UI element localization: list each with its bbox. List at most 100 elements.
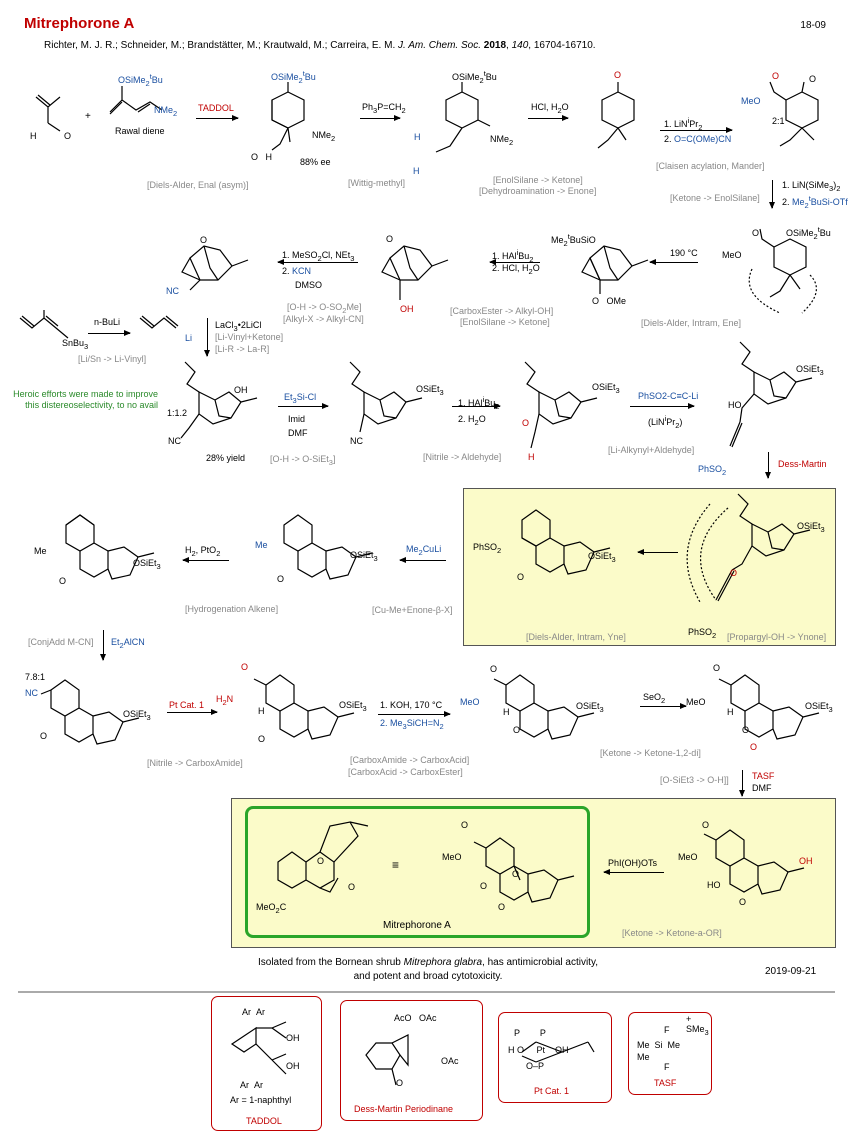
bicycle-ome-label: O OMe — [592, 296, 627, 306]
reaction-arrow-7 — [489, 259, 540, 265]
da-otbs-label: OSiMe2tBu — [271, 69, 316, 85]
enone-o-label: O — [614, 70, 622, 80]
tag-da-intram-ene: [Diels-Alder, Intram, Ene] — [641, 318, 742, 328]
reaction-arrow-1 — [196, 115, 239, 121]
reaction-arrow-3 — [528, 115, 569, 121]
bicycle-otbs-label: Me2tBuSiO — [551, 232, 596, 248]
aldehyde-h-label: H — [528, 452, 535, 462]
plus-sign: + — [85, 111, 91, 122]
reference: Richter, M. J. R.; Schneider, M.; Brands… — [44, 40, 596, 51]
diketone-h-label: H — [727, 707, 734, 717]
reagent-mander: 2. O=C(OMe)CN — [664, 134, 732, 144]
nc-label-row3b: NC — [350, 436, 363, 446]
sat-me-label: Me — [34, 546, 47, 556]
diketone-o2-label: O — [742, 725, 750, 735]
taddol-ar-note: Ar = 1-naphthyl — [230, 1095, 292, 1105]
cn-nc-label: NC — [25, 688, 38, 698]
reagent-lda-2: (LiNiPr2) — [648, 414, 683, 430]
reagent-lda: 1. LiNiPr2 — [664, 116, 703, 132]
reagent-dibal-1: 1. HAliBu2 — [492, 248, 534, 264]
product-box — [245, 806, 590, 938]
alcohol-oh-label: OH — [400, 304, 414, 314]
ref-journal: J. Am. Chem. Soc. — [398, 40, 481, 51]
propargyl-oset-label: OSiEt3 — [796, 364, 824, 377]
pt-p-labels: P P — [514, 1028, 546, 1038]
ynone-o-label: O — [730, 568, 738, 578]
wittig-product-structure — [435, 82, 491, 153]
propargyl-phso2-label: PhSO2 — [698, 464, 727, 477]
caption-species: Mitrephora glabra — [403, 957, 483, 968]
dmp-oac-label: OAc — [441, 1056, 459, 1066]
tag-nitrile-aldehyde: [Nitrile -> Aldehyde] — [423, 452, 502, 462]
ynone-oset-label: OSiEt3 — [797, 521, 825, 534]
mit3d-meo-label: MeO2C — [256, 902, 287, 915]
ref-year: 2018 — [483, 40, 507, 51]
dienol-otbs-label: OSiMe2tBu — [786, 225, 831, 241]
tag-li-alkynyl: [Li-Alkynyl+Aldehyde] — [608, 445, 695, 455]
tag-propargyl-ynone: [Propargyl-OH -> Ynone] — [727, 632, 827, 642]
ref-volume: 140 — [511, 40, 529, 51]
enol-o2-label: O — [739, 897, 747, 907]
ester-structure — [493, 674, 595, 740]
reagent-tasf: TASF — [752, 771, 775, 781]
bicycle-alcohol-structure — [381, 245, 449, 300]
tes-oset-label: OSiEt3 — [416, 384, 444, 397]
reagent-pt-cat: Pt Cat. 1 — [169, 700, 205, 710]
rawal-diene-structure — [109, 86, 163, 115]
tag-wittig: [Wittig-methyl] — [348, 178, 406, 188]
caption-a: Isolated from the Bornean shrub — [258, 957, 404, 968]
diene-oset-label: OSiEt3 — [350, 550, 378, 563]
tag-acid-ester: [CarboxAcid -> CarboxEster] — [348, 767, 463, 777]
enol-meo-label: MeO — [678, 852, 698, 862]
tertiary-alcohol-structure — [180, 361, 258, 439]
dmp-structure — [365, 1034, 409, 1086]
reagent-h2-pto2: H2, PtO2 — [185, 545, 221, 558]
wittig-nme2-label: NMe2 — [490, 134, 514, 147]
pt-ho-label: H O Pt OH — [508, 1045, 569, 1055]
rawal-nme2-label: NMe2 — [154, 105, 178, 118]
reaction-arrow-8 — [277, 259, 358, 265]
scheme-code: 18-09 — [800, 20, 826, 31]
tag-oset-oh: [O-SiEt3 -> O-H]] — [660, 775, 729, 785]
rawal-otbs-label: OSiMe2tBu — [118, 72, 163, 88]
amide-o2-label: O — [258, 734, 266, 744]
tag-li-vinyl-ketone: [Li-Vinyl+Ketone] — [215, 332, 284, 342]
reaction-arrow-23 — [603, 869, 664, 875]
diene-o-label: O — [277, 574, 285, 584]
reagent-kcn: 2. KCN — [282, 266, 312, 276]
bicycle-nitrile-structure — [181, 245, 249, 291]
tag-oh-oset: [O-H -> O-SiEt3] — [270, 454, 336, 467]
propargyl-ho-label: HO — [728, 400, 742, 410]
legend-tasf — [628, 1012, 712, 1095]
tag-li-la: [Li-R -> La-R] — [215, 344, 270, 354]
reaction-arrow-16 — [399, 557, 446, 563]
tetracycle-sulfone-structure — [521, 509, 611, 575]
taddol-ar2-label: Ar Ar — [240, 1080, 264, 1090]
tag-enolsilane-ketone: [EnolSilane -> Ketone] — [493, 175, 583, 185]
propargyl-alcohol-structure — [729, 341, 813, 448]
pt-catalyst-structure — [521, 1041, 595, 1063]
reaction-arrow-14 — [765, 452, 771, 479]
tasf-f2-label: F — [664, 1062, 670, 1072]
divider — [18, 991, 835, 993]
reagent-dibal-3: 1. HAliBu2 — [458, 395, 500, 411]
reagent-dibal-2: 2. HCl, H2O — [492, 263, 540, 276]
wittig-otbs-label: OSiMe2tBu — [452, 69, 497, 85]
reagent-taddol: TADDOL — [198, 103, 234, 113]
methyl-diene-structure — [283, 514, 373, 580]
diene-me-label: Me — [255, 540, 268, 550]
taddol-structure — [230, 1021, 287, 1075]
legend-pt-cat — [498, 1012, 612, 1103]
legend-dmp — [340, 1000, 483, 1121]
sat-o-label: O — [59, 576, 67, 586]
amide-structure — [253, 674, 355, 740]
diketone-o-label: O — [713, 663, 721, 673]
amide-h2n-label: H2N — [216, 694, 234, 707]
ynone-structure — [686, 493, 811, 603]
tag-enolsilane-ketone-2: [EnolSilane -> Ketone] — [460, 317, 550, 327]
equivalence-sign: ≡ — [392, 858, 400, 872]
tag-cu-me: [Cu-Me+Enone-β-X] — [372, 605, 453, 615]
wittig-h2-label: H — [413, 166, 420, 176]
diketone-o3-label: O — [750, 742, 758, 752]
